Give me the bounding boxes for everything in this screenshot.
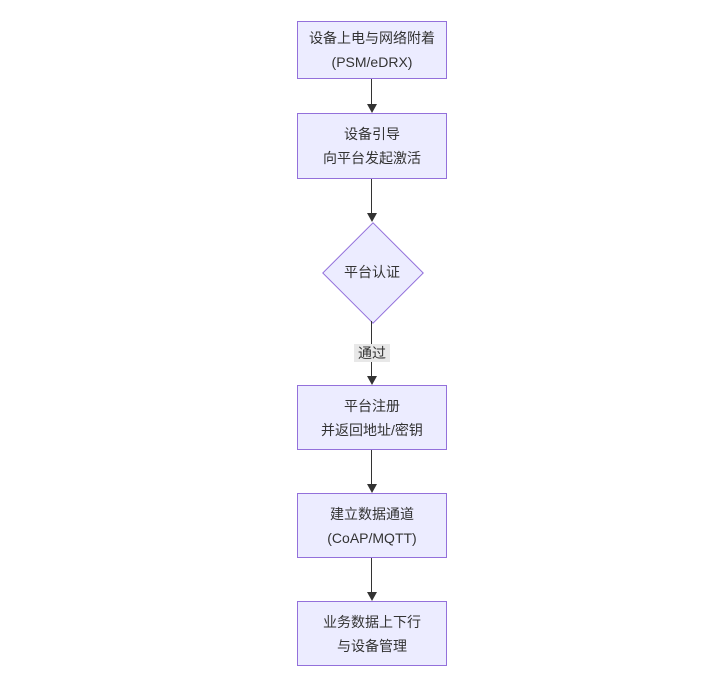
- flow-node-platform-auth-decision: 平台认证: [322, 222, 424, 324]
- flow-node-device-bootstrap: 设备引导 向平台发起激活: [297, 113, 447, 179]
- arrowhead-icon: [367, 592, 377, 601]
- arrowhead-icon: [367, 213, 377, 222]
- edge-a-to-b: [371, 79, 372, 105]
- node-text-line: (PSM/eDRX): [331, 54, 413, 70]
- node-text-line: 向平台发起激活: [323, 150, 421, 166]
- edge-label-pass: 通过: [354, 344, 390, 362]
- flow-node-data-channel: 建立数据通道 (CoAP/MQTT): [297, 493, 447, 558]
- flow-node-platform-register: 平台注册 并返回地址/密钥: [297, 385, 447, 450]
- node-text-line: 建立数据通道: [330, 505, 414, 522]
- node-text-line: 并返回地址/密钥: [321, 421, 423, 438]
- arrowhead-icon: [367, 484, 377, 493]
- arrowhead-icon: [367, 376, 377, 385]
- node-text-line: 设备引导: [344, 126, 400, 142]
- edge-e-to-f: [371, 558, 372, 593]
- arrowhead-icon: [367, 104, 377, 113]
- node-text-line: 业务数据上下行: [323, 613, 421, 630]
- flow-node-power-network-attach: 设备上电与网络附着 (PSM/eDRX): [297, 21, 447, 79]
- node-text-line: 与设备管理: [337, 637, 407, 654]
- node-text-line: 平台认证: [344, 264, 400, 280]
- node-text-line: (CoAP/MQTT): [327, 529, 417, 546]
- node-text-line: 平台注册: [344, 397, 400, 414]
- flow-node-business-data-mgmt: 业务数据上下行 与设备管理: [297, 601, 447, 666]
- edge-b-to-c: [371, 179, 372, 214]
- edge-d-to-e: [371, 450, 372, 485]
- node-text-line: 设备上电与网络附着: [309, 30, 435, 46]
